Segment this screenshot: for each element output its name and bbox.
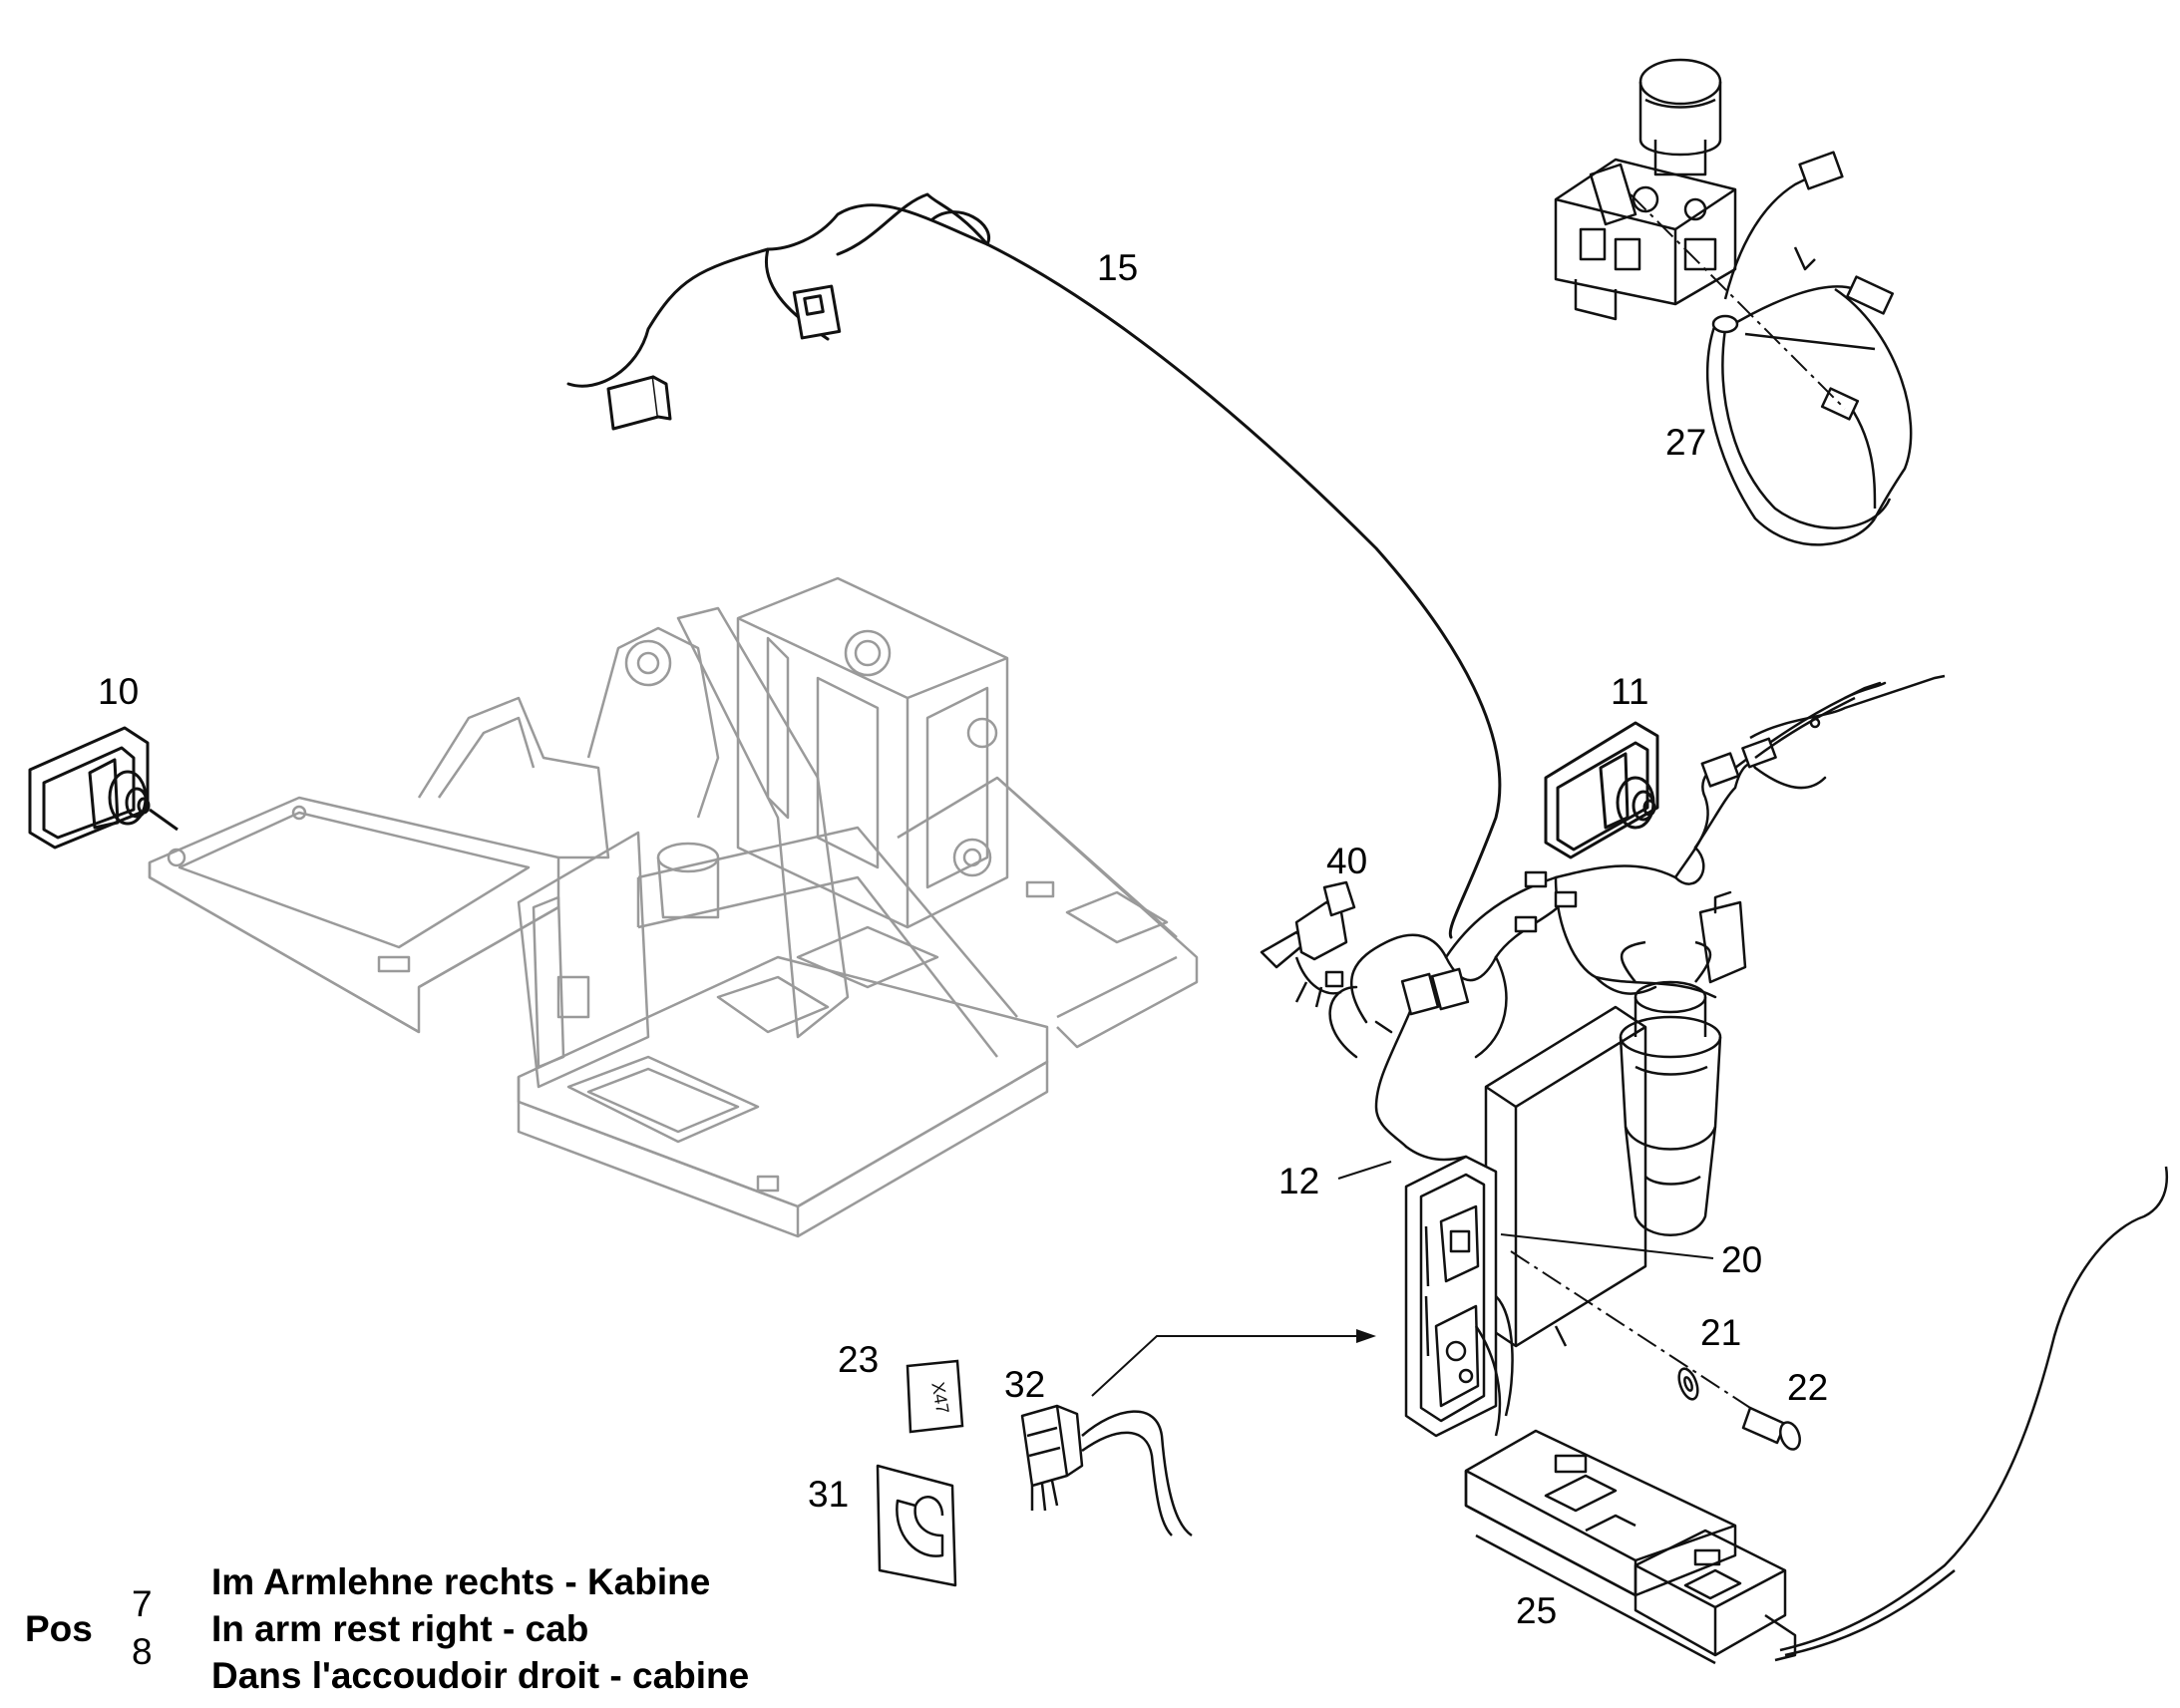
harness-15 [566,192,1502,939]
alignment-line-27 [1630,193,1846,410]
pos-number-7: 7 [132,1583,153,1624]
leader-lines [1091,1161,1714,1397]
grommet-31 [876,1464,957,1587]
label-23: X47 [906,1359,964,1434]
caption-line-fr: Dans l'accoudoir droit - cabine [211,1655,750,1696]
callout-22: 22 [1787,1367,1829,1408]
harness-tail [1749,674,1946,740]
callout-40: 40 [1326,841,1368,881]
callout-23: 23 [838,1339,880,1380]
pos-number-8: 8 [132,1631,153,1672]
chassis-frame [148,576,1199,1238]
harness-tail-2 [1754,696,1856,760]
bolt-22 [1741,1406,1801,1451]
work-lamp-11 [1544,721,1659,859]
harness-12 [1328,681,1887,1162]
work-lamp-10 [28,726,179,850]
connector-32 [1020,1404,1193,1537]
caption-line-en: In arm rest right - cab [211,1608,589,1649]
callout-21: 21 [1700,1312,1742,1353]
callout-32: 32 [1004,1364,1046,1405]
callout-20: 20 [1721,1239,1763,1280]
callout-25: 25 [1516,1590,1558,1631]
valve-assembly-27 [1554,58,1913,546]
ground-cable [1779,1166,2168,1652]
ground-cable-2 [1784,1569,1956,1657]
callout-27: 27 [1665,422,1707,463]
caption-line-de: Im Armlehne rechts - Kabine [211,1561,711,1602]
pos-label: Pos [25,1608,93,1649]
leader-arrow-32 [1356,1329,1376,1343]
control-box-20 [1404,940,1722,1438]
callout-15: 15 [1097,247,1139,288]
callout-31: 31 [808,1474,850,1515]
callout-10: 10 [98,671,140,712]
washer-21 [1677,1367,1699,1401]
callout-11: 11 [1611,671,1649,712]
alignment-line-20-22 [1510,1250,1771,1422]
sensor-40 [1260,880,1356,1008]
callout-12: 12 [1278,1161,1320,1201]
